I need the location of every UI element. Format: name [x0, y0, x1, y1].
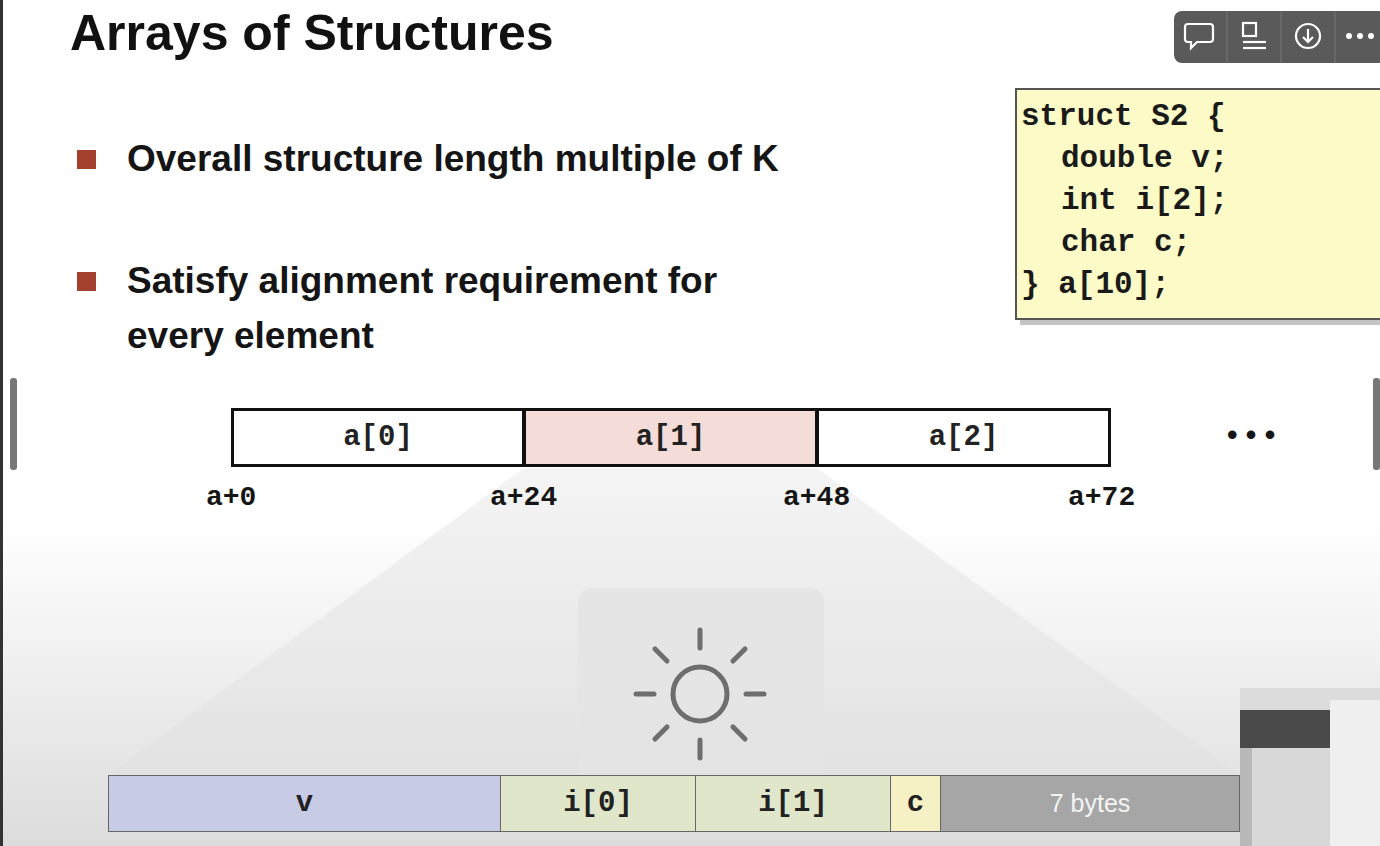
field-cell: v [108, 775, 501, 832]
field-cell: i[1] [695, 775, 891, 832]
array-cell: a[1] [523, 408, 818, 467]
field-cell: i[0] [500, 775, 696, 832]
bullet-square [77, 150, 96, 169]
scroll-marker [10, 378, 17, 470]
bullet-square [77, 272, 96, 291]
address-label: a+0 [206, 482, 256, 513]
cell-label: v [296, 787, 313, 820]
code-line: char c; [1021, 222, 1380, 264]
array-cell: a[2] [816, 408, 1111, 467]
left-edge [0, 0, 3, 846]
address-label: a+72 [1068, 482, 1135, 513]
cell-label: a[1] [636, 421, 706, 454]
cell-label: i[0] [563, 787, 633, 820]
code-line: } a[10]; [1021, 264, 1380, 306]
code-line: struct S2 { [1021, 96, 1380, 138]
array-cell: a[0] [231, 408, 525, 467]
padding-cell: 7 bytes [940, 775, 1240, 832]
code-line: double v; [1021, 138, 1380, 180]
address-label: a+48 [783, 482, 850, 513]
cell-label: 7 bytes [1050, 789, 1131, 818]
continuation-dots: • • • [1227, 418, 1275, 452]
cell-label: a[0] [343, 421, 413, 454]
camera-thumbnail [1240, 688, 1380, 846]
cell-label: i[1] [758, 787, 828, 820]
player-toolbar [1174, 11, 1380, 63]
scroll-marker [1373, 378, 1380, 470]
code-line: int i[2]; [1021, 180, 1380, 222]
slide-title: Arrays of Structures [70, 4, 554, 62]
bullet-text: Satisfy alignment requirement for every … [127, 253, 797, 363]
field-cell: c [890, 775, 941, 832]
cell-label: c [907, 787, 924, 820]
cell-label: a[2] [929, 421, 999, 454]
bullet-text: Overall structure length multiple of K [127, 131, 797, 186]
address-label: a+24 [490, 482, 557, 513]
code-box: struct S2 {double v;int i[2];char c;} a[… [1015, 88, 1380, 320]
